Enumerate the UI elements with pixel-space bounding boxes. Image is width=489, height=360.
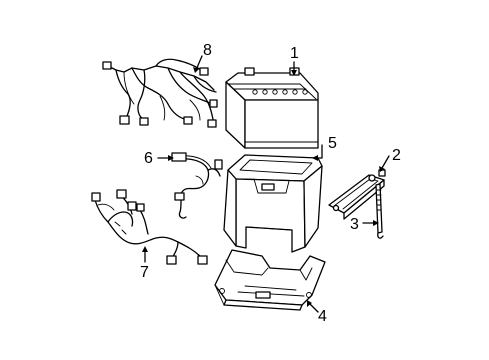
leader-4 xyxy=(308,302,319,313)
callout-2: 2 xyxy=(392,147,401,164)
hold-down-clamp-icon xyxy=(328,169,386,220)
callout-4: 4 xyxy=(318,308,327,325)
callout-5: 5 xyxy=(328,135,337,152)
callout-6: 6 xyxy=(144,150,153,167)
battery-cable-icon xyxy=(169,152,223,219)
callout-8: 8 xyxy=(203,42,212,59)
callout-1: 1 xyxy=(290,45,299,62)
battery-box-icon xyxy=(223,154,323,253)
callout-3: 3 xyxy=(350,216,359,233)
battery-icon xyxy=(225,67,319,149)
wiring-harness-icon xyxy=(91,189,208,265)
hold-down-bolt-icon xyxy=(375,183,384,239)
battery-tray-icon xyxy=(214,249,326,311)
callout-7: 7 xyxy=(140,264,149,281)
leader-lines xyxy=(142,55,390,313)
leader-8 xyxy=(195,55,203,71)
leader-2 xyxy=(381,155,390,169)
engine-harness-icon xyxy=(102,58,218,128)
